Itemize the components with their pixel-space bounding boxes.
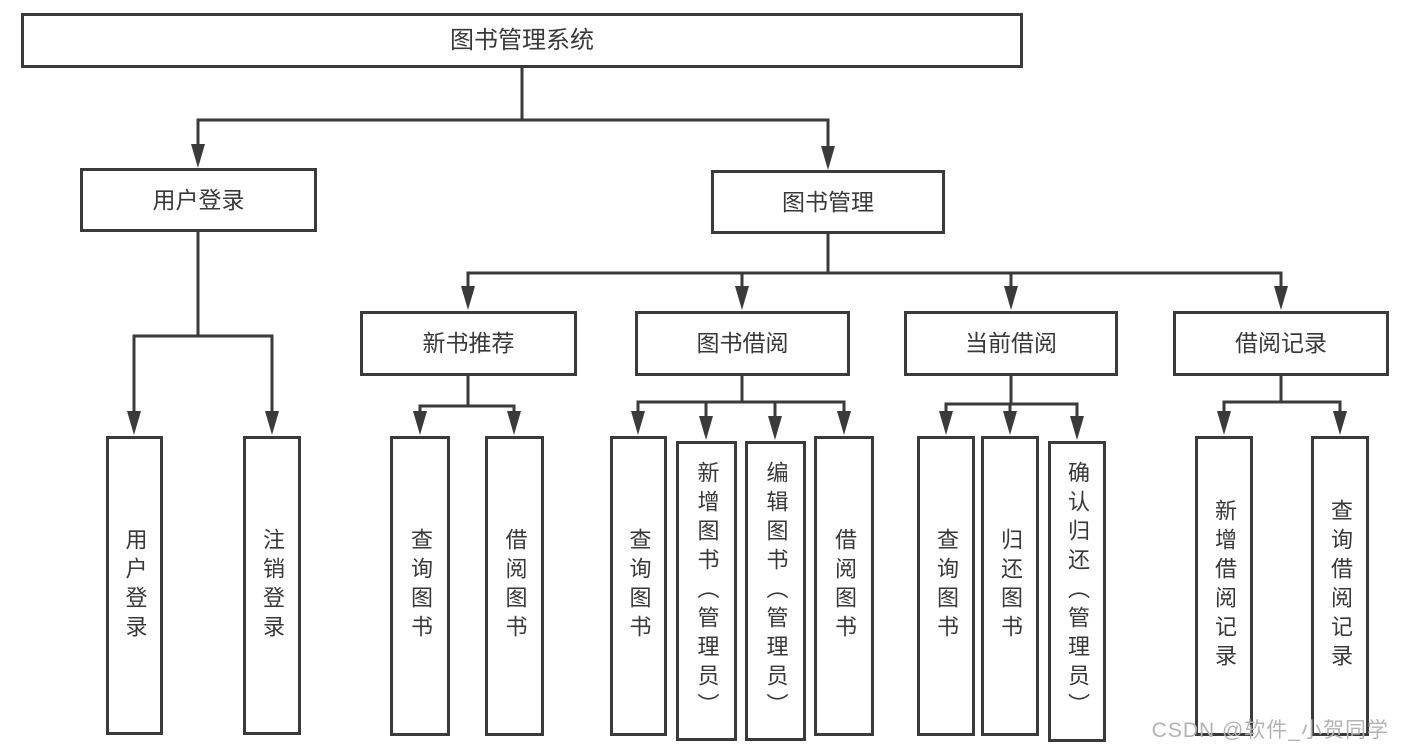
node-book-borrow: 图书借阅 <box>635 311 850 376</box>
arrowhead-icon <box>461 286 475 310</box>
node-leaf-logout: 注销登录 <box>243 436 301 735</box>
node-leaf-user-login: 用户登录 <box>106 436 163 735</box>
arrowhead-icon <box>1004 286 1018 310</box>
node-leaf-cb-query: 查询图书 <box>917 436 975 736</box>
arrowhead-icon <box>265 411 279 435</box>
node-leaf-bb-edit: 编辑图书（管理员） <box>745 441 806 741</box>
node-leaf-bb-borrow: 借阅图书 <box>814 436 874 736</box>
arrowhead-icon <box>1333 411 1347 435</box>
arrowhead-icon <box>821 146 835 170</box>
node-current-borrow: 当前借阅 <box>904 311 1118 376</box>
arrowhead-icon <box>1070 416 1084 440</box>
node-root: 图书管理系统 <box>21 13 1023 68</box>
arrowhead-icon <box>191 144 205 168</box>
node-leaf-bb-query: 查询图书 <box>610 436 667 736</box>
arrowhead-icon <box>507 411 521 435</box>
node-leaf-cb-return: 归还图书 <box>981 436 1039 736</box>
node-leaf-cb-confirm: 确认归还（管理员） <box>1048 441 1106 742</box>
arrowhead-icon <box>127 411 141 435</box>
node-book-mgmt: 图书管理 <box>711 170 945 234</box>
arrowhead-icon <box>939 411 953 435</box>
arrowhead-icon <box>699 416 713 440</box>
arrowhead-icon <box>735 286 749 310</box>
arrowhead-icon <box>413 411 427 435</box>
node-leaf-bb-add: 新增图书（管理员） <box>676 441 737 741</box>
node-leaf-br-add: 新增借阅记录 <box>1195 436 1253 736</box>
arrowhead-icon <box>837 411 851 435</box>
node-leaf-br-query: 查询借阅记录 <box>1311 436 1369 736</box>
arrowhead-icon <box>768 416 782 440</box>
node-borrow-records: 借阅记录 <box>1173 311 1389 376</box>
node-new-book-rec: 新书推荐 <box>360 311 577 376</box>
node-leaf-rec-borrow: 借阅图书 <box>485 436 544 736</box>
arrowhead-icon <box>1274 286 1288 310</box>
watermark: CSDN @软件_小贺同学 <box>1151 719 1389 742</box>
arrowhead-icon <box>1217 411 1231 435</box>
arrowhead-icon <box>631 411 645 435</box>
node-user-login: 用户登录 <box>80 168 317 232</box>
arrowhead-icon <box>1003 411 1017 435</box>
node-leaf-rec-query: 查询图书 <box>390 436 450 736</box>
